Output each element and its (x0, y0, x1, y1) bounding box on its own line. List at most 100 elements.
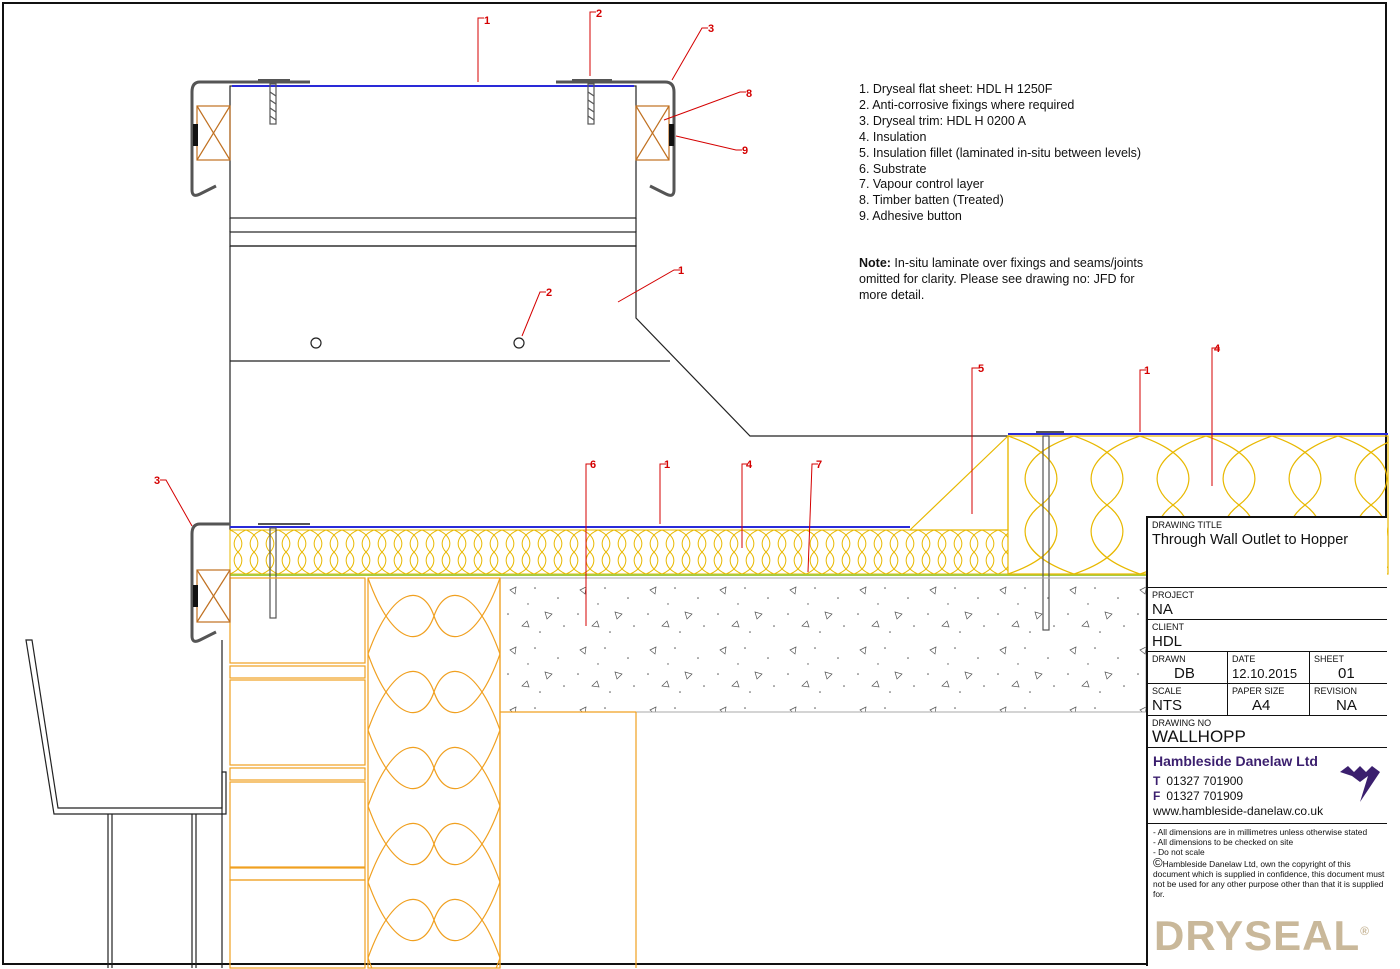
svg-text:1: 1 (664, 459, 670, 471)
callout-numbers: 1 2 3 8 9 1 2 5 1 4 3 6 1 4 7 (154, 8, 1221, 487)
brand-mark: ® (1360, 924, 1370, 938)
project-label: PROJECT (1152, 590, 1195, 600)
paper-size-cell: PAPER SIZE A4 (1228, 684, 1310, 715)
disclaimer-area: - All dimensions are in millimetres unle… (1148, 824, 1387, 968)
fax: F 01327 701909 (1153, 789, 1243, 803)
legend-item: 8. Timber batten (Treated) (859, 193, 1004, 208)
company-website: www.hambleside-danelaw.co.uk (1153, 804, 1324, 818)
disclaimer-line: - All dimensions are in millimetres unle… (1153, 827, 1368, 837)
legend-item: 2. Anti-corrosive fixings where required (859, 97, 1075, 112)
svg-text:1: 1 (1144, 365, 1150, 377)
svg-text:6: 6 (590, 459, 596, 471)
insulation-fillet (908, 434, 1009, 531)
drawing-no-value: WALLHOPP (1152, 727, 1246, 746)
legend-item: 6. Substrate (859, 161, 927, 176)
timber-batten (196, 105, 670, 161)
title-block: DRAWING TITLE Through Wall Outlet to Hop… (1146, 516, 1387, 966)
drawing-title-row: DRAWING TITLE Through Wall Outlet to Hop… (1148, 518, 1387, 588)
svg-text:4: 4 (1214, 343, 1221, 355)
outlet-body (230, 245, 1008, 437)
tel-value: 01327 701900 (1166, 774, 1244, 788)
tel-label: T (1153, 774, 1161, 788)
company-row: Hambleside Danelaw Ltd T 01327 701900 F 01… (1148, 748, 1387, 824)
callout-leaders (160, 11, 1220, 626)
svg-text:1: 1 (484, 15, 490, 27)
substrate-deck (499, 577, 1147, 713)
revision-cell: REVISION NA (1310, 684, 1387, 715)
date-cell: DATE 12.10.2015 (1228, 652, 1310, 683)
adhesive-button (193, 124, 198, 146)
legend-item: 1. Dryseal flat sheet: HDL H 1250F (859, 82, 1053, 96)
screw-fixing (258, 79, 612, 125)
drawn-label: DRAWN (1152, 654, 1186, 664)
fixing-hole (310, 337, 322, 349)
svg-text:7: 7 (816, 459, 822, 471)
fixing-hole (513, 337, 525, 349)
copyright-icon: © (1153, 855, 1163, 870)
drawing-title: Through Wall Outlet to Hopper (1152, 532, 1349, 548)
note-text: In-situ laminate over fixings and seams/… (859, 256, 1144, 302)
note-label: Note: (859, 256, 891, 270)
trim-left-upper (190, 80, 310, 197)
wall-insulation (367, 577, 501, 969)
svg-text:3: 3 (708, 23, 714, 35)
svg-text:9: 9 (742, 145, 748, 157)
sheet-label: SHEET (1314, 654, 1345, 664)
paper-size-value: A4 (1252, 697, 1271, 714)
drawing-note: Note: In-situ laminate over fixings and … (859, 256, 1149, 304)
svg-text:2: 2 (546, 287, 552, 299)
company-logo-icon (1340, 766, 1380, 802)
disclaimer-line: - Do not scale (1153, 847, 1205, 857)
svg-text:1: 1 (678, 265, 684, 277)
legend-item: 5. Insulation fillet (laminated in-situ … (859, 145, 1142, 160)
scale-paper-revision-row: SCALE NTS PAPER SIZE A4 REVISION NA (1148, 684, 1387, 716)
copyright-notice: ©Hambleside Danelaw Ltd, own the copyrig… (1153, 855, 1385, 899)
adhesive-button (669, 124, 674, 146)
sheet-value: 01 (1338, 665, 1355, 682)
hopper (25, 639, 227, 968)
scale-label: SCALE (1152, 686, 1182, 696)
fax-value: 01327 701909 (1166, 789, 1244, 803)
svg-text:2: 2 (596, 8, 602, 20)
drawn-date-sheet-row: DRAWN DB DATE 12.10.2015 SHEET 01 (1148, 652, 1387, 684)
company-name: Hambleside Danelaw Ltd (1153, 753, 1318, 769)
upper-parapet (229, 85, 637, 247)
date-label: DATE (1232, 654, 1256, 664)
legend-item: 7. Vapour control layer (859, 177, 984, 192)
drawing-title-label: DRAWING TITLE (1152, 520, 1223, 530)
legend-item: 3. Dryseal trim: HDL H 0200 A (859, 113, 1026, 128)
copyright-text: Hambleside Danelaw Ltd, own the copyrigh… (1153, 859, 1385, 899)
scale-value: NTS (1152, 697, 1182, 714)
fax-label: F (1153, 789, 1161, 803)
svg-text:8: 8 (746, 88, 752, 100)
client-label: CLIENT (1152, 622, 1185, 632)
screw-fixing-lower (258, 523, 310, 619)
revision-label: REVISION (1314, 686, 1358, 696)
drawing-no-row: DRAWING NO WALLHOPP (1148, 716, 1387, 748)
roof-insulation-lower (229, 529, 1009, 575)
brand-name: DRYSEAL (1154, 912, 1361, 959)
scale-cell: SCALE NTS (1148, 684, 1228, 715)
paper-size-label: PAPER SIZE (1232, 686, 1285, 696)
client-row: CLIENT HDL (1148, 620, 1387, 652)
date-value: 12.10.2015 (1232, 666, 1298, 681)
sheet-cell: SHEET 01 (1310, 652, 1387, 683)
legend-item: 4. Insulation (859, 129, 927, 144)
legend-item: 9. Adhesive button (859, 209, 962, 224)
svg-text:4: 4 (746, 459, 753, 471)
telephone: T 01327 701900 (1153, 774, 1243, 788)
masonry-wall (229, 577, 637, 969)
svg-text:3: 3 (154, 475, 160, 487)
timber-batten-lower (196, 569, 231, 623)
project-row: PROJECT NA (1148, 588, 1387, 620)
drawn-value: DB (1174, 665, 1195, 682)
disclaimer-line: - All dimensions to be checked on site (1153, 837, 1294, 847)
revision-value: NA (1336, 697, 1357, 714)
drawn-cell: DRAWN DB (1148, 652, 1228, 683)
brand-logo: DRYSEAL® (1154, 912, 1370, 960)
legend: 1. Dryseal flat sheet: HDL H 1250F 2. An… (859, 82, 1141, 225)
drawing-no-label: DRAWING NO (1152, 718, 1212, 728)
project-value: NA (1152, 601, 1173, 618)
trim-left-lower (190, 522, 230, 643)
client-value: HDL (1152, 633, 1183, 650)
